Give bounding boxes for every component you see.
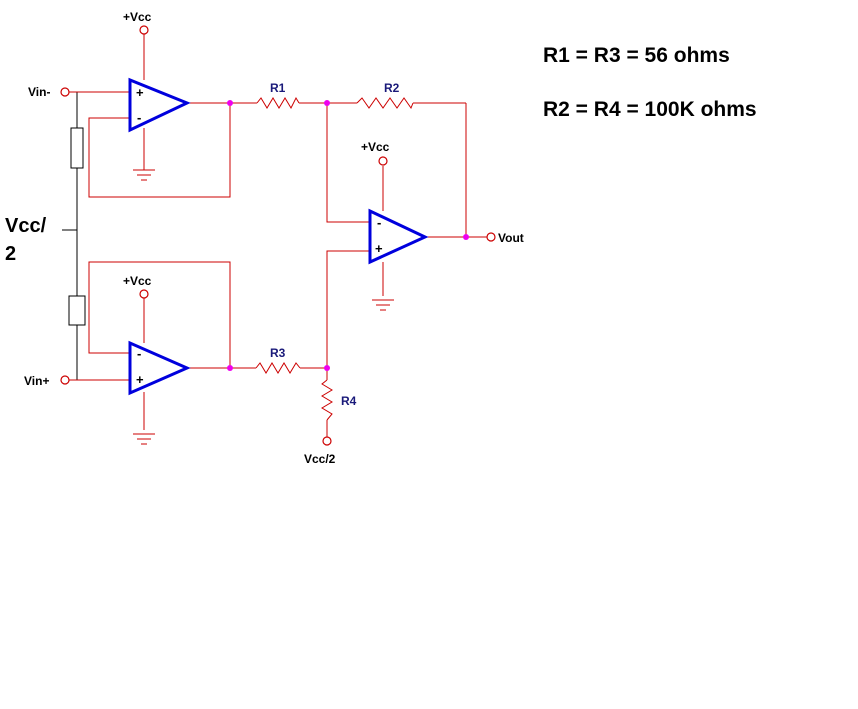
minus-sign: - bbox=[137, 346, 141, 361]
note-line1: R1 = R3 = 56 ohms bbox=[543, 44, 730, 67]
wire bbox=[326, 103, 370, 223]
resistor-notes: R1 = R3 = 56 ohms R2 = R4 = 100K ohms bbox=[543, 44, 757, 121]
divider-network bbox=[62, 92, 86, 380]
terminal-vcc-top bbox=[139, 25, 149, 35]
ground-icon bbox=[133, 169, 155, 181]
label-vin-minus: Vin- bbox=[28, 85, 50, 99]
divider-resistor-bottom bbox=[68, 295, 86, 326]
terminal-vcc-bottom bbox=[139, 289, 149, 299]
label-r4: R4 bbox=[341, 394, 357, 408]
label-vcc-top: +Vcc bbox=[123, 10, 152, 24]
label-vcc-output: +Vcc bbox=[361, 140, 390, 154]
labels: +Vcc +Vcc +Vcc Vin- Vin+ Vout Vcc/2 Vcc/… bbox=[5, 10, 524, 466]
label-r1: R1 bbox=[270, 81, 286, 95]
label-vcc-bottom: +Vcc bbox=[123, 274, 152, 288]
terminal-vcc-output bbox=[378, 156, 388, 166]
wire bbox=[88, 103, 231, 198]
resistors bbox=[255, 96, 414, 421]
plus-sign: + bbox=[375, 241, 383, 256]
label-vout: Vout bbox=[498, 231, 524, 245]
label-vin-plus: Vin+ bbox=[24, 374, 49, 388]
wire bbox=[326, 250, 370, 368]
ground-icon bbox=[372, 299, 394, 311]
opamp-top bbox=[128, 77, 191, 133]
plus-sign: + bbox=[136, 372, 144, 387]
opamp-bottom bbox=[128, 340, 191, 396]
terminal-vout bbox=[486, 232, 496, 242]
resistor-r2 bbox=[356, 97, 414, 110]
divider-resistor-top bbox=[70, 127, 84, 169]
junction-dot bbox=[324, 100, 330, 106]
ground-symbols bbox=[133, 169, 394, 445]
wire bbox=[88, 261, 231, 368]
junctions bbox=[227, 100, 469, 371]
opamps bbox=[128, 77, 429, 396]
opamp-signs: + - - + - + bbox=[136, 85, 383, 387]
label-vcc-half-bottom: Vcc/2 bbox=[304, 452, 336, 466]
resistor-r4 bbox=[321, 379, 333, 421]
junction-dot bbox=[227, 100, 233, 106]
terminal-vin-minus bbox=[60, 87, 70, 97]
resistor-r3 bbox=[255, 362, 301, 374]
label-r3: R3 bbox=[270, 346, 286, 360]
label-r2: R2 bbox=[384, 81, 400, 95]
wires bbox=[69, 34, 487, 437]
ground-icon bbox=[133, 433, 155, 445]
minus-sign: - bbox=[377, 215, 381, 230]
junction-dot bbox=[324, 365, 330, 371]
label-vcc-half-left-line2: 2 bbox=[5, 243, 16, 265]
plus-sign: + bbox=[136, 85, 144, 100]
label-vcc-half-left-line1: Vcc/ bbox=[5, 215, 47, 237]
junction-dot bbox=[227, 365, 233, 371]
terminal-vcc-half bbox=[322, 436, 332, 446]
junction-dot bbox=[463, 234, 469, 240]
minus-sign: - bbox=[137, 110, 141, 125]
note-line2: R2 = R4 = 100K ohms bbox=[543, 98, 757, 121]
terminals bbox=[60, 25, 496, 446]
resistor-r1 bbox=[256, 96, 300, 110]
opamp-output bbox=[368, 208, 429, 265]
terminal-vin-plus bbox=[60, 375, 70, 385]
